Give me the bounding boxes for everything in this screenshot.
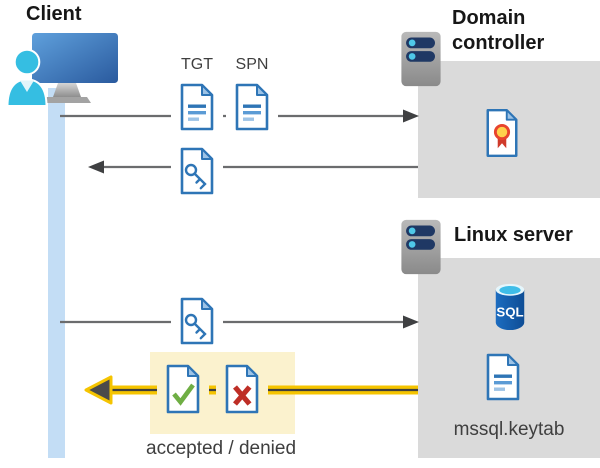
- accepted-denied-label: accepted / denied: [146, 438, 297, 459]
- accepted-check-icon: [157, 363, 209, 415]
- ticket-arrow: [60, 315, 419, 329]
- sql-database-icon: SQL: [490, 280, 530, 333]
- spn-document-icon: [226, 82, 278, 132]
- denied-cross-icon: [216, 363, 268, 415]
- linux-server-label: Linux server: [454, 224, 573, 246]
- key-ticket-icon: [171, 146, 223, 196]
- key-ticket-icon: [171, 296, 223, 346]
- domain-controller-label: Domain controller: [452, 7, 545, 54]
- spn-label: SPN: [235, 56, 269, 73]
- client-timeline: [48, 88, 65, 458]
- monitor-icon: [32, 33, 118, 83]
- tgt-label: TGT: [181, 56, 213, 73]
- client-workstation-icon: [4, 28, 122, 107]
- domain-controller-server-icon: [400, 31, 442, 87]
- linux-server-icon: [400, 219, 442, 275]
- sql-label: SQL: [496, 304, 523, 319]
- keytab-label: mssql.keytab: [453, 419, 565, 440]
- client-label: Client: [26, 3, 82, 25]
- keytab-document-icon: [483, 352, 523, 402]
- tgt-document-icon: [171, 82, 223, 132]
- person-icon: [6, 48, 48, 107]
- response-arrow: [88, 160, 418, 174]
- certificate-icon: [483, 106, 521, 160]
